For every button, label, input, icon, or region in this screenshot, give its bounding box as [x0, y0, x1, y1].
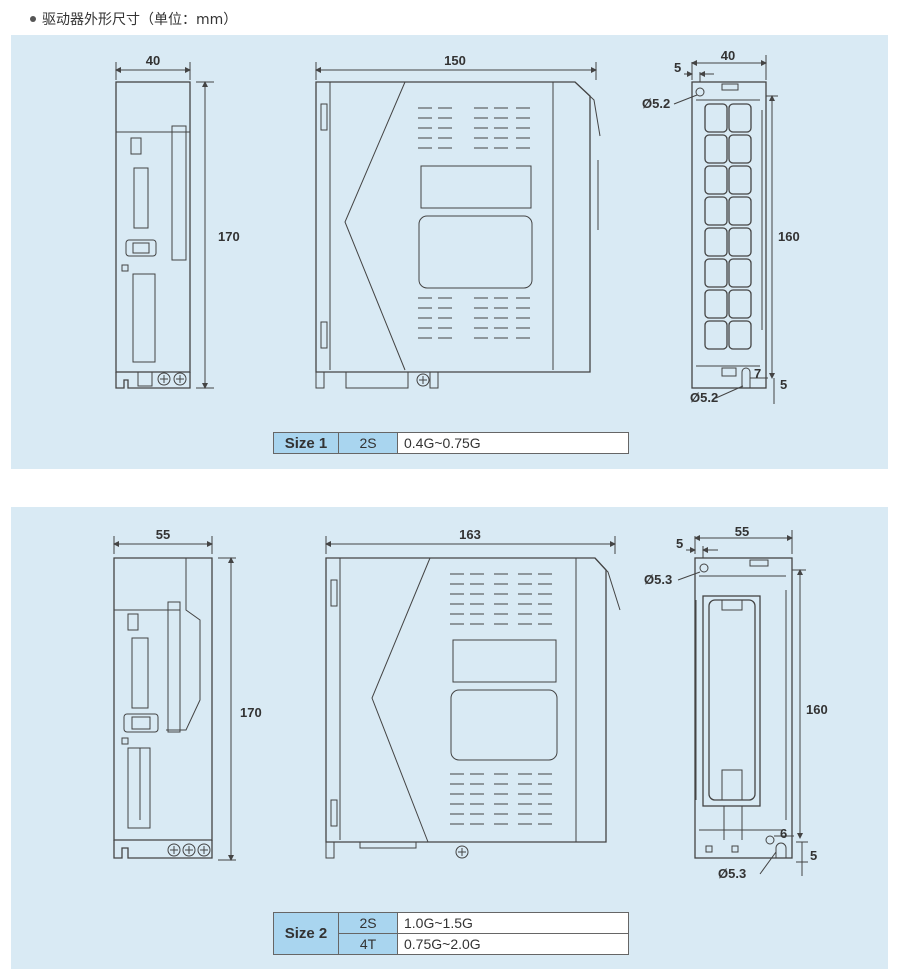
size1-mount-height: 160 [778, 229, 800, 244]
size2-front-width: 55 [156, 527, 170, 542]
size2-side-view: 163 [325, 527, 621, 859]
size1-front-width: 40 [146, 53, 160, 68]
size1-back-width: 40 [721, 48, 735, 63]
bullet-icon [30, 16, 36, 22]
table-row: Size 2 2S 1.0G~1.5G [273, 912, 629, 955]
size2-hole-offset: 5 [676, 536, 683, 551]
size2-table: Size 2 2S 1.0G~1.5G 4T 0.75G~2.0G [273, 912, 629, 955]
voltage-cell: 2S [338, 432, 398, 454]
size1-panel [11, 35, 888, 469]
size2-slot-width: 6 [780, 826, 787, 841]
size1-side-view: 150 [315, 53, 601, 389]
size2-hole-top: Ø5.3 [644, 572, 672, 587]
size1-front-view: 40 170 [115, 53, 240, 389]
size2-depth: 163 [459, 527, 481, 542]
size1-height: 170 [218, 229, 240, 244]
capacity-cell: 0.75G~2.0G [397, 933, 629, 955]
table-row: 4T 0.75G~2.0G [274, 933, 629, 955]
size2-mount-height: 160 [806, 702, 828, 717]
size1-edge: 5 [780, 377, 787, 392]
size1-table: Size 1 2S 0.4G~0.75G [273, 432, 629, 454]
voltage-cell: 2S [338, 912, 398, 934]
size1-back-view: 40 5 Ø5.2 [642, 48, 800, 405]
size2-back-view: 55 5 Ø5.3 Ø5.3 6 160 5 [644, 524, 828, 881]
capacity-cell: 1.0G~1.5G [397, 912, 629, 934]
size1-hole-offset: 5 [674, 60, 681, 75]
size-label: Size 2 [273, 912, 339, 955]
size2-hole-bottom: Ø5.3 [718, 866, 746, 881]
size1-hole-top: Ø5.2 [642, 96, 670, 111]
size2-front-view: 55 170 [113, 527, 262, 861]
size1-hole-bottom: Ø5.2 [690, 390, 718, 405]
size1-depth: 150 [444, 53, 466, 68]
size-label: Size 1 [273, 432, 339, 454]
section-heading: 驱动器外形尺寸（单位：mm） [30, 9, 237, 29]
voltage-cell: 4T [338, 933, 398, 955]
size2-panel [11, 507, 888, 969]
size1-slot-width: 7 [754, 366, 761, 381]
size2-back-width: 55 [735, 524, 749, 539]
capacity-cell: 0.4G~0.75G [397, 432, 629, 454]
table-row: Size 1 2S 0.4G~0.75G [273, 432, 629, 454]
size2-height: 170 [240, 705, 262, 720]
size2-edge: 5 [810, 848, 817, 863]
heading-text: 驱动器外形尺寸（单位：mm） [42, 12, 238, 28]
